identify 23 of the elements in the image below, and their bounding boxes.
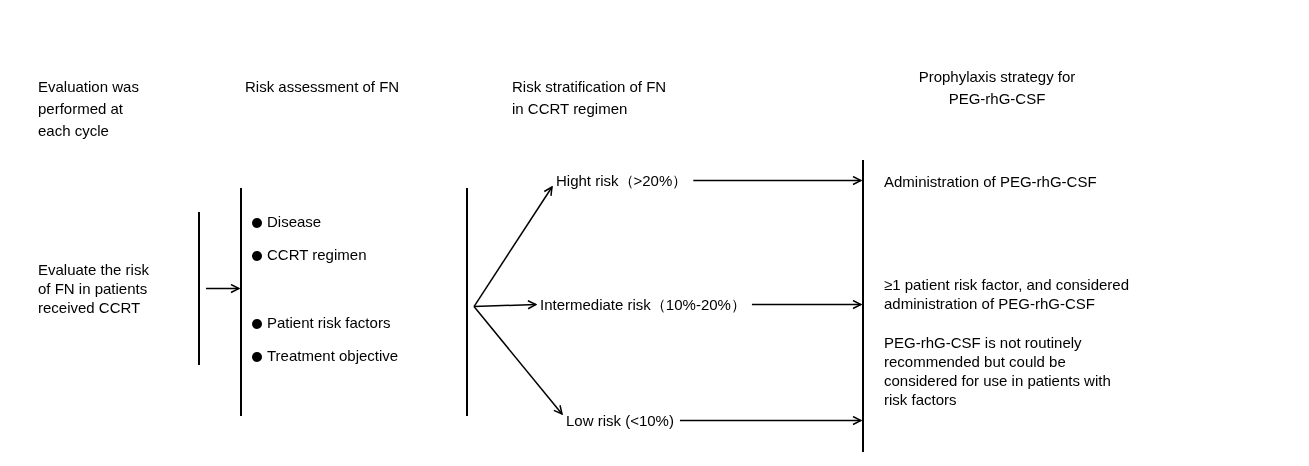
column-heading: Risk assessment of FN	[245, 77, 401, 97]
bracket-list	[240, 188, 468, 416]
column-heading: Risk stratification of FN in CCRT regimen	[512, 77, 668, 119]
node-text: Low risk (<10%)	[566, 411, 674, 430]
arrow	[692, 175, 862, 186]
node-text: Intermediate risk（10%-20%）	[540, 295, 746, 314]
arrow	[473, 305, 563, 415]
bullet-item: Patient risk factors	[252, 313, 466, 333]
bullet-item: Disease	[252, 212, 466, 232]
node-text: ≥1 patient risk factor, and considered administration of PEG-rhG-CSF	[884, 275, 1224, 313]
column-heading: Prophylaxis strategy for PEG-rhG-CSF	[917, 67, 1077, 109]
arrow	[751, 299, 862, 310]
arrow	[473, 186, 553, 308]
arrow	[679, 415, 862, 426]
bracket-text: Evaluate the risk of FN in patients received CCRT	[30, 212, 200, 365]
arrow	[473, 300, 537, 310]
node-text: Administration of PEG-rhG-CSF	[884, 172, 1284, 191]
bullet-item: CCRT regimen	[252, 245, 466, 265]
node-text: Hight risk（>20%）	[556, 171, 688, 190]
node-text: PEG-rhG-CSF is not routinely recommended but could be considered for use in patients with risk factors	[884, 333, 1134, 409]
arrow	[205, 283, 240, 294]
column-heading: Evaluation was performed at each cycle	[38, 77, 140, 141]
bullet-item: Treatment objective	[252, 346, 466, 366]
